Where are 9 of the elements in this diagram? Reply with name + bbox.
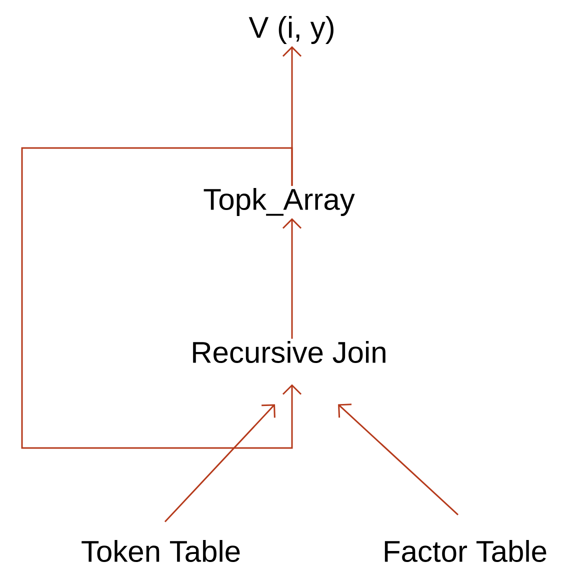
arrow bbox=[21, 147, 302, 449]
node-label: Topk_Array bbox=[204, 188, 355, 216]
node-label: Recursive Join bbox=[193, 340, 386, 364]
arrow bbox=[282, 218, 302, 339]
node-label: V (i, y) bbox=[248, 16, 334, 44]
arrow bbox=[164, 404, 276, 522]
node-label: Factor Table bbox=[384, 540, 546, 562]
node-label: Token Table bbox=[82, 540, 240, 562]
arrow bbox=[338, 404, 459, 516]
